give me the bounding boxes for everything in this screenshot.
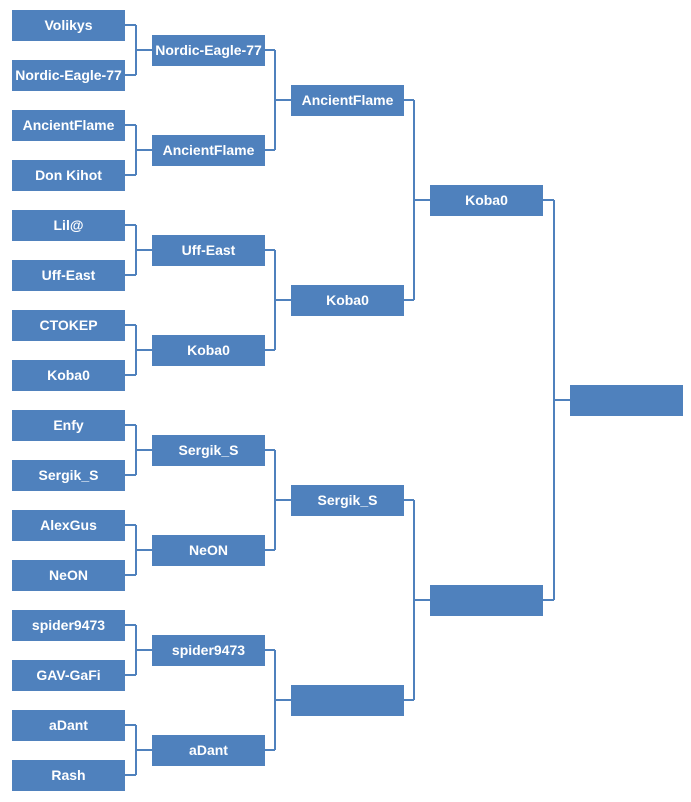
player-slot: NeON <box>12 559 125 591</box>
player-slot: Sergik_S <box>12 459 125 491</box>
player-slot: AncientFlame <box>152 134 265 166</box>
player-slot: AncientFlame <box>291 84 404 116</box>
player-slot: Koba0 <box>430 184 543 216</box>
player-slot: Don Kihot <box>12 159 125 191</box>
empty-slot <box>430 584 543 616</box>
player-slot: NeON <box>152 534 265 566</box>
empty-slot <box>570 384 683 416</box>
player-slot: Uff-East <box>12 259 125 291</box>
player-slot: aDant <box>152 734 265 766</box>
empty-slot <box>291 684 404 716</box>
player-slot: Nordic-Eagle-77 <box>152 34 265 66</box>
player-slot: Koba0 <box>291 284 404 316</box>
player-slot: AncientFlame <box>12 109 125 141</box>
player-slot: Koba0 <box>152 334 265 366</box>
player-slot: spider9473 <box>12 609 125 641</box>
player-slot: Nordic-Eagle-77 <box>12 59 125 91</box>
player-slot: Sergik_S <box>291 484 404 516</box>
player-slot: GAV-GaFi <box>12 659 125 691</box>
player-slot: AlexGus <box>12 509 125 541</box>
player-slot: Koba0 <box>12 359 125 391</box>
player-slot: Uff-East <box>152 234 265 266</box>
player-slot: Sergik_S <box>152 434 265 466</box>
player-slot: Rash <box>12 759 125 791</box>
player-slot: spider9473 <box>152 634 265 666</box>
player-slot: aDant <box>12 709 125 741</box>
player-slot: Volikys <box>12 9 125 41</box>
player-slot: CTOKEP <box>12 309 125 341</box>
player-slot: Enfy <box>12 409 125 441</box>
player-slot: Lil@ <box>12 209 125 241</box>
